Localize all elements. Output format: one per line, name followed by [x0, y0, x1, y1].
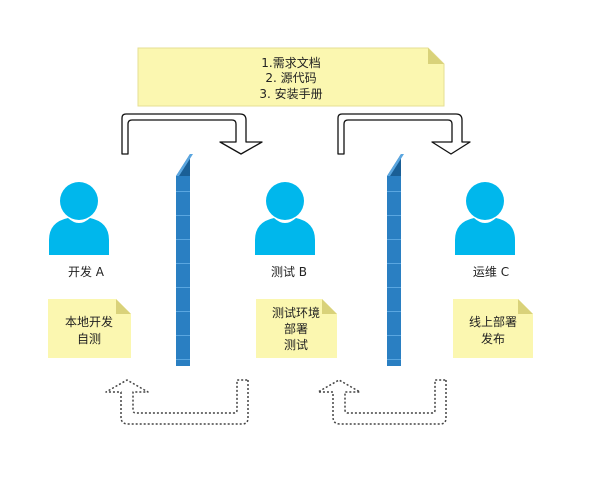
note-line: 自测: [77, 332, 101, 346]
top-note-line-2: 2. 源代码: [265, 71, 316, 85]
person-name: 运维 C: [473, 265, 509, 279]
person-icon: [255, 182, 315, 255]
dotted-return-arrow-icon: [105, 379, 249, 425]
note-line: 本地开发: [65, 314, 113, 329]
sticky-note: 本地开发 自测: [48, 299, 131, 358]
sticky-note: 测试环境 部署 测试: [256, 299, 337, 358]
curved-forward-arrow-icon: [337, 113, 471, 155]
firewall-wall-icon: [387, 154, 404, 366]
person-icon: [455, 182, 515, 255]
note-line: 线上部署: [469, 314, 517, 329]
note-line: 测试: [284, 337, 308, 352]
note-line: 发布: [481, 331, 505, 346]
note-line: 测试环境: [272, 305, 320, 320]
top-note-line-3: 3. 安装手册: [259, 86, 322, 101]
note-line: 部署: [284, 321, 308, 336]
person-name: 测试 B: [271, 264, 307, 279]
person-name: 开发 A: [68, 264, 105, 279]
top-note-line-1: 1.需求文档: [261, 55, 320, 70]
top-note: 1.需求文档 2. 源代码 3. 安装手册: [137, 47, 445, 107]
sticky-note: 线上部署 发布: [453, 299, 533, 358]
dotted-return-arrow-icon: [317, 379, 447, 425]
person-icon: [49, 182, 109, 255]
curved-forward-arrow-icon: [121, 113, 263, 155]
firewall-wall-icon: [176, 154, 193, 366]
